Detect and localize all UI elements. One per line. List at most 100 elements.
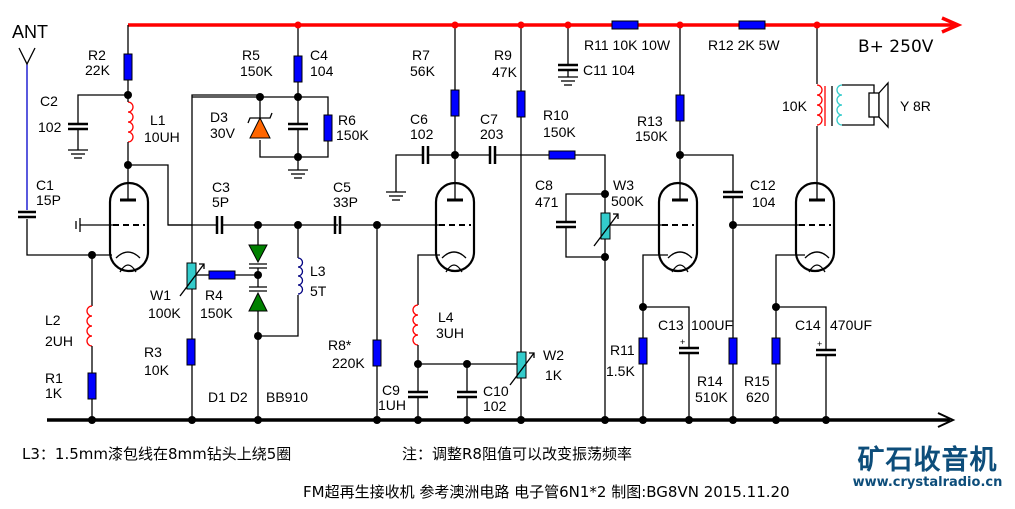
ground-symbol xyxy=(386,191,406,201)
r10-value: 150K xyxy=(543,124,576,140)
w2-value: 1K xyxy=(545,367,563,383)
c3-ref: C3 xyxy=(212,179,230,195)
footer-title: FM超再生接收机 参考澳洲电路 电子管6N1*2 制图:BG8VN 2015.1… xyxy=(303,483,790,501)
resistor-r4 xyxy=(208,270,236,280)
b-plus-rail xyxy=(128,16,963,34)
c10-ref: C10 xyxy=(483,383,509,399)
w1-ref: W1 xyxy=(150,287,171,303)
svg-text:+: + xyxy=(817,339,822,349)
resistor-r11-dropper xyxy=(611,20,639,30)
resistor-r10 xyxy=(548,150,576,160)
c8-value: 471 xyxy=(535,194,559,210)
resistor-r14 xyxy=(728,337,738,365)
c12-ref: C12 xyxy=(750,177,776,193)
r2-value: 22K xyxy=(85,62,111,78)
resistor-r3 xyxy=(186,338,196,366)
inductor-l4 xyxy=(412,304,419,346)
d3-value: 30V xyxy=(210,125,236,141)
transformer-value: 10K xyxy=(782,98,808,114)
l3-ref: L3 xyxy=(310,263,326,279)
l2-ref: L2 xyxy=(45,312,61,328)
speaker-icon xyxy=(868,81,889,129)
ground-rail xyxy=(47,412,956,428)
l2-value: 2UH xyxy=(45,333,73,349)
r5-value: 150K xyxy=(240,63,273,79)
l1-value: 10UH xyxy=(144,129,180,145)
resistor-r2 xyxy=(123,53,133,81)
r8-ref: R8* xyxy=(328,337,352,353)
resistor-r13 xyxy=(675,94,685,122)
resistor-r7 xyxy=(450,89,460,117)
c2-value: 102 xyxy=(38,119,62,135)
r8-adjust-note: 注：调整R8阻值可以改变振荡频率 xyxy=(402,445,632,463)
potentiometer-w1[interactable] xyxy=(186,262,197,290)
c1-value: 15P xyxy=(36,192,61,208)
inductor-l1 xyxy=(127,101,134,143)
r1-value: 1K xyxy=(45,385,63,401)
b-plus-label: B+ 250V xyxy=(858,37,934,57)
ground-symbol xyxy=(68,149,88,159)
c3-value: 5P xyxy=(212,194,229,210)
resistor-r12 xyxy=(738,20,766,30)
inductor-l2 xyxy=(86,305,93,347)
c5-ref: C5 xyxy=(333,179,351,195)
r9-ref: R9 xyxy=(494,47,512,63)
r5-ref: R5 xyxy=(242,47,260,63)
ground-symbol xyxy=(288,169,308,179)
c6-ref: C6 xyxy=(410,111,428,127)
r4-value: 150K xyxy=(200,305,233,321)
c8-ref: C8 xyxy=(535,177,553,193)
r7-ref: R7 xyxy=(412,47,430,63)
c4-value: 104 xyxy=(310,63,334,79)
vacuum-tube-v2 xyxy=(434,155,476,273)
r10-ref: R10 xyxy=(543,107,569,123)
r6-ref: R6 xyxy=(338,112,356,128)
c14-ref: C14 xyxy=(795,317,821,333)
l3-value: 5T xyxy=(310,283,327,299)
c5-value: 33P xyxy=(333,194,358,210)
logo-name: 矿石收音机 xyxy=(857,445,998,476)
speaker-label: Y 8R xyxy=(900,98,931,114)
c11-label: C11 104 xyxy=(583,62,635,78)
d3-ref: D3 xyxy=(210,109,228,125)
c14-value: 470UF xyxy=(830,317,872,333)
r15-ref: R15 xyxy=(744,373,770,389)
antenna-label: ANT xyxy=(12,22,48,42)
d1d2-value: BB910 xyxy=(266,389,308,405)
resistor-r15 xyxy=(771,337,781,365)
c9-ref: C9 xyxy=(382,382,400,398)
c1-ref: C1 xyxy=(36,177,54,193)
resistor-r9 xyxy=(516,90,526,118)
output-transformer xyxy=(812,84,875,126)
resistor-r11-cathode xyxy=(638,337,648,365)
r4-ref: R4 xyxy=(205,287,223,303)
vacuum-tube-v3 xyxy=(657,155,699,273)
varicap-d2 xyxy=(248,291,268,312)
c12-value: 104 xyxy=(752,194,776,210)
capacitor-c1 xyxy=(18,210,112,256)
zener-diode-d3 xyxy=(249,116,271,139)
r6-value: 150K xyxy=(336,127,369,143)
r2-ref: R2 xyxy=(88,47,106,63)
varicap-d1 xyxy=(248,244,268,264)
vacuum-tube-v1 xyxy=(75,165,150,273)
w3-ref: W3 xyxy=(613,177,634,193)
r14-value: 510K xyxy=(695,389,728,405)
w3-value: 500K xyxy=(611,193,644,209)
r15-value: 620 xyxy=(746,389,770,405)
d1d2-ref: D1 D2 xyxy=(208,389,248,405)
c7-ref: C7 xyxy=(480,111,498,127)
c13-ref: C13 xyxy=(658,317,684,333)
c13-value: 100UF xyxy=(691,317,733,333)
r9-value: 47K xyxy=(492,64,518,80)
c7-value: 203 xyxy=(480,126,504,142)
r11-cathode-value: 1.5K xyxy=(606,363,635,379)
resistor-r8 xyxy=(372,339,382,367)
r11-dropper-label: R11 10K 10W xyxy=(584,37,671,53)
ground-symbol xyxy=(558,76,578,86)
r3-ref: R3 xyxy=(144,344,162,360)
l3-winding-note: L3：1.5mm漆包线在8mm钻头上绕5圈 xyxy=(22,445,292,463)
l1-ref: L1 xyxy=(150,112,166,128)
logo-url: www.crystalradio.cn xyxy=(852,475,1003,490)
r12-label: R12 2K 5W xyxy=(708,37,780,53)
